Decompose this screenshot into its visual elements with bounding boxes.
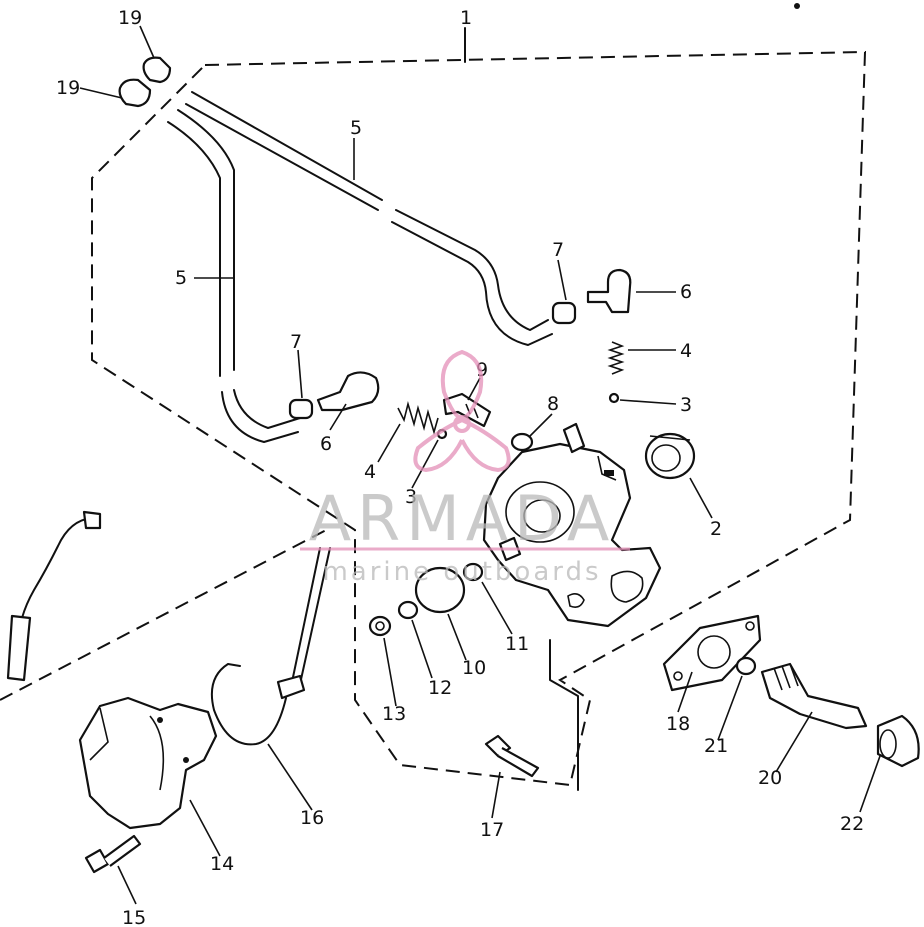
callout-18: 18 bbox=[666, 713, 690, 735]
leader-lines bbox=[79, 25, 881, 905]
washer-11 bbox=[462, 562, 484, 582]
bushing-19-top bbox=[142, 56, 172, 84]
callout-22: 22 bbox=[840, 813, 864, 835]
hose-long bbox=[185, 91, 553, 346]
hose-joint-7-left bbox=[288, 398, 314, 420]
bolt-17 bbox=[484, 734, 540, 778]
diaphragm-plate-10 bbox=[414, 566, 466, 614]
callout-17: 17 bbox=[480, 819, 504, 841]
bushing-19-bottom bbox=[118, 78, 152, 108]
callout-3-right: 3 bbox=[680, 394, 692, 416]
ball-3-right bbox=[608, 392, 620, 404]
nut-13 bbox=[368, 615, 392, 637]
spring-4-right bbox=[607, 341, 625, 375]
propeller-logo-icon bbox=[413, 349, 511, 473]
bolt-15 bbox=[84, 834, 142, 874]
callout-14: 14 bbox=[210, 853, 234, 875]
callout-12: 12 bbox=[428, 677, 452, 699]
hose-short bbox=[167, 109, 301, 443]
callout-19-top: 19 bbox=[118, 7, 142, 29]
callout-5-left: 5 bbox=[175, 267, 187, 289]
callout-20: 20 bbox=[758, 767, 782, 789]
shaft-20 bbox=[760, 662, 868, 730]
watermark-tagline: marine outboards bbox=[322, 557, 601, 587]
gasket-18 bbox=[662, 614, 762, 692]
tube-16 bbox=[210, 547, 331, 746]
callout-4-right: 4 bbox=[680, 340, 692, 362]
callout-19-bottom: 19 bbox=[56, 77, 80, 99]
pump-body bbox=[482, 422, 662, 628]
watermark: ARMADA marine outboards bbox=[300, 349, 630, 587]
callout-15: 15 bbox=[122, 907, 146, 927]
assembly-dash-left bbox=[0, 527, 331, 701]
callout-5-top: 5 bbox=[350, 117, 362, 139]
callout-21: 21 bbox=[704, 735, 728, 757]
callout-8: 8 bbox=[547, 393, 559, 415]
cap-22 bbox=[876, 714, 920, 768]
elbow-fitting-6-left bbox=[316, 371, 380, 412]
callout-6-left: 6 bbox=[320, 433, 332, 455]
spring-4-left bbox=[397, 400, 439, 435]
callout-1: 1 bbox=[460, 7, 472, 29]
callout-2: 2 bbox=[710, 518, 722, 540]
washer-8 bbox=[510, 432, 534, 452]
callout-6-right: 6 bbox=[680, 281, 692, 303]
callout-11: 11 bbox=[505, 633, 529, 655]
banjo-bolt-9 bbox=[442, 392, 492, 428]
callout-16: 16 bbox=[300, 807, 324, 829]
washer-21 bbox=[735, 656, 757, 676]
group-bracket bbox=[549, 639, 579, 791]
callout-10: 10 bbox=[462, 657, 486, 679]
speck-dot bbox=[794, 3, 800, 9]
callout-7-left: 7 bbox=[290, 331, 302, 353]
hose-joint-7-right bbox=[551, 301, 577, 325]
oil-seal-2 bbox=[644, 432, 696, 480]
watermark-brand: ARMADA bbox=[309, 482, 615, 555]
callout-7-right: 7 bbox=[552, 239, 564, 261]
callout-13: 13 bbox=[382, 703, 406, 725]
elbow-fitting-6-right bbox=[586, 268, 632, 314]
washer-12 bbox=[397, 600, 419, 620]
callout-3-left: 3 bbox=[405, 486, 417, 508]
callout-4-left: 4 bbox=[364, 461, 376, 483]
pump-housing-14 bbox=[78, 696, 218, 830]
sensor-wire bbox=[6, 510, 102, 682]
